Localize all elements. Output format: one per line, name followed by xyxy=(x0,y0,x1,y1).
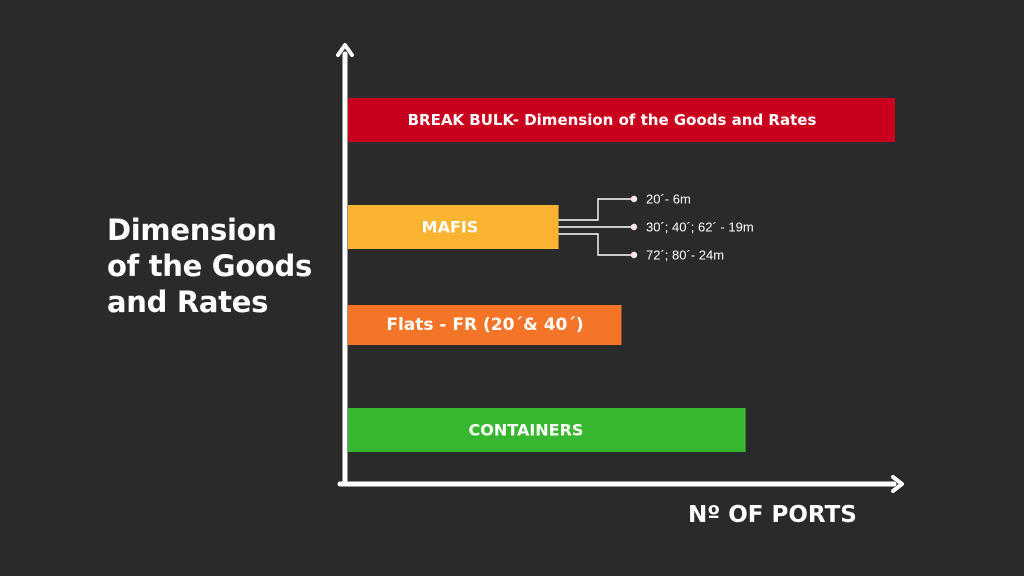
bar-label-3: Flats - FR (20´& 40´) xyxy=(386,315,583,335)
bars: BREAK BULK- Dimension of the Goods and R… xyxy=(348,98,895,452)
annotation-dot-3 xyxy=(630,251,638,259)
annotation-connector-1 xyxy=(558,198,634,221)
bar-3 xyxy=(348,305,622,345)
annotation-connector-3 xyxy=(558,233,634,256)
axes xyxy=(336,43,904,493)
annotation-label-1: 20´- 6m xyxy=(646,192,691,207)
annotation-label-2: 30´; 40´; 62´ - 19m xyxy=(646,220,754,235)
x-axis-arrow xyxy=(891,475,904,493)
annotation-label-3: 72´; 80´- 24m xyxy=(646,248,724,263)
x-axis-title: Nº OF PORTS xyxy=(688,502,857,528)
bar-label-1: BREAK BULK- Dimension of the Goods and R… xyxy=(408,111,817,129)
side-title: Dimension of the Goods and Rates xyxy=(107,212,367,320)
y-axis-arrow xyxy=(336,43,354,57)
bar-1 xyxy=(348,98,895,142)
side-title-line-3: and Rates xyxy=(107,285,269,319)
bar-4 xyxy=(348,408,746,452)
annotation-dot-1 xyxy=(630,195,638,203)
bar-2 xyxy=(348,205,559,249)
side-title-line-2: of the Goods xyxy=(107,249,312,283)
annotation-dot-2 xyxy=(630,223,638,231)
bar-label-4: CONTAINERS xyxy=(469,421,584,440)
bar-label-2: MAFIS xyxy=(422,218,479,237)
side-title-line-1: Dimension xyxy=(107,213,277,247)
annotations: 20´- 6m 30´; 40´; 62´ - 19m 72´; 80´- 24m xyxy=(558,192,754,263)
